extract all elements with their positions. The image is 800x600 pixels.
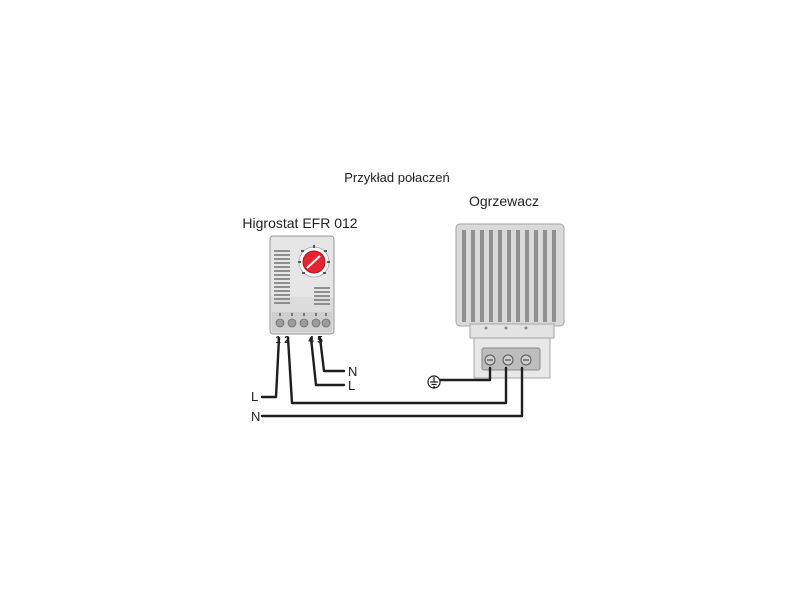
wire-ground bbox=[434, 366, 492, 382]
hygrostat-device bbox=[269, 235, 335, 335]
wire-supply-l bbox=[260, 336, 281, 399]
wire-supply-n bbox=[260, 366, 524, 418]
line-label-right-n: N bbox=[348, 364, 357, 379]
wires bbox=[260, 336, 524, 418]
heater-label: Ogrzewacz bbox=[469, 193, 539, 209]
ground-icon bbox=[427, 375, 441, 389]
hygrostat-vents-left bbox=[274, 250, 290, 304]
line-label-right-l: L bbox=[348, 378, 355, 393]
wire-heater-phase bbox=[286, 336, 508, 405]
wire-right-l bbox=[309, 336, 346, 387]
wire-right-n bbox=[318, 336, 346, 373]
line-label-supply-n: N bbox=[251, 409, 260, 424]
hygrostat-terminal-strip bbox=[272, 312, 332, 332]
heater-device bbox=[455, 223, 565, 379]
hygrostat-vents-right bbox=[314, 287, 330, 305]
heater-fins bbox=[462, 230, 556, 322]
diagram-title: Przykład połaczeń bbox=[344, 170, 450, 185]
hygrostat-label: Higrostat EFR 012 bbox=[242, 215, 357, 231]
line-label-supply-l: L bbox=[251, 389, 258, 404]
dial-icon bbox=[298, 245, 330, 278]
